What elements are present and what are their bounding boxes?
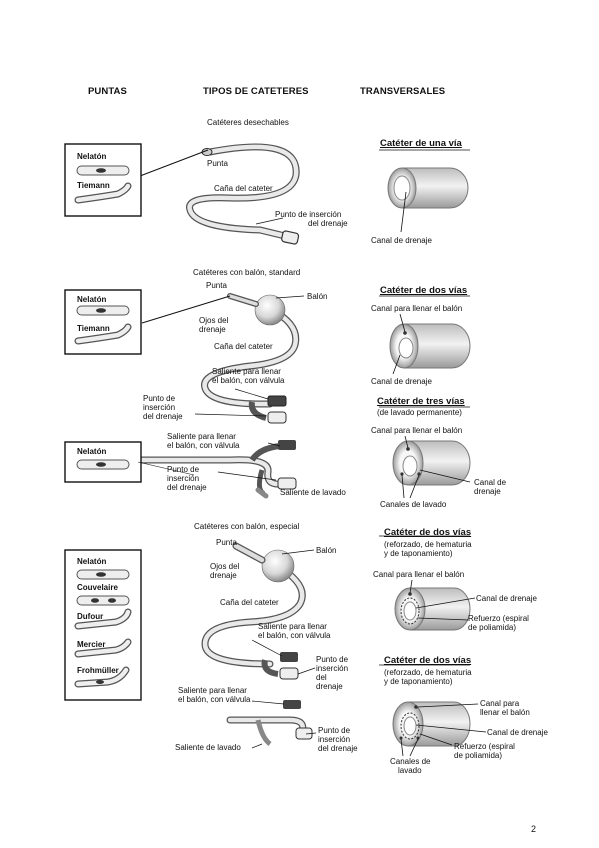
label-balon-3: Balón [316, 546, 337, 555]
label-balon-2: Balón [307, 292, 328, 301]
cross-label-llenar-2: Canal para llenar el balón [371, 304, 463, 313]
label-saliente-3a: Saliente para llenar [258, 622, 327, 631]
label-lavado-3: Saliente de lavado [175, 743, 241, 752]
cross-label-refuerzo-b2: de poliamida) [454, 751, 503, 760]
leader-line [137, 461, 195, 476]
cross-label-llenar-b1: Canal para [480, 699, 520, 708]
tip-label-tiemann-2: Tiemann [77, 324, 110, 333]
cross-label-drenaje-2: Canal de drenaje [371, 377, 432, 386]
label-ojos-2a: Ojos del [199, 316, 229, 325]
label-pi-2c: del drenaje [143, 412, 183, 421]
label-saliente-2c: Saliente para llenar [167, 432, 236, 441]
special-balloon-catheter-drawing [201, 542, 317, 749]
label-pi-3g: del drenaje [318, 744, 358, 753]
label-pi-2f: del drenaje [167, 483, 207, 492]
section3-title: Catéteres con balón, especial [194, 522, 300, 531]
tip-label-dufour-3: Dufour [77, 612, 104, 621]
label-lavado-2: Saliente de lavado [280, 488, 346, 497]
label-pi-2e: inserción [167, 474, 200, 483]
header-puntas: PUNTAS [88, 86, 127, 97]
cross-label-llenar-b2: llenar el balón [480, 708, 530, 717]
label-ojos-2b: drenaje [199, 325, 226, 334]
cross-label-drenaje-a: Canal de drenaje [476, 594, 537, 603]
label-saliente-3d: el balón, con válvula [178, 695, 251, 704]
cross-sub-reforzado-b2: y de taponamiento) [384, 677, 453, 686]
label-cana-2: Caña del cateter [214, 342, 273, 351]
cross-section-tres-vias [379, 406, 471, 499]
label-cana-3: Caña del cateter [220, 598, 279, 607]
tip-label-nelaton-1: Nelatón [77, 152, 107, 161]
label-pi-3e: Punto de [318, 726, 351, 735]
cross-title-una-via: Catéter de una vía [380, 138, 462, 149]
cross-title-reforzado-a: Catéter de dos vías [384, 527, 472, 538]
cross-section-dos-vias [379, 295, 471, 375]
cross-section-reforzado-a [379, 535, 476, 631]
label-pi-2a: Punto de [143, 394, 176, 403]
label-saliente-3b: el balón, con válvula [258, 631, 331, 640]
label-pi-3c: del [316, 673, 327, 682]
label-punta-2: Punta [206, 281, 227, 290]
label-saliente-3c: Saliente para llenar [178, 686, 247, 695]
tip-label-frohmuller-3: Frohmüller [77, 666, 119, 675]
tips-box-2b-drawing [64, 441, 142, 483]
label-cana-1: Caña del cateter [214, 184, 273, 193]
cross-section-una-via [379, 149, 470, 233]
label-pi-3f: inserción [318, 735, 351, 744]
tips-box-3-drawing [64, 549, 142, 701]
cross-label-drenaje-3b: drenaje [474, 487, 501, 496]
cross-label-refuerzo-a1: Refuerzo (espiral [468, 614, 529, 623]
cross-title-dos-vias: Catéter de dos vías [380, 285, 468, 296]
tip-label-mercier-3: Mercier [77, 640, 106, 649]
tip-label-tiemann-1: Tiemann [77, 181, 110, 190]
label-insercion-1b: del drenaje [308, 219, 348, 228]
label-ojos-3a: Ojos del [210, 562, 240, 571]
three-way-catheter-drawing [136, 440, 297, 499]
tip-label-couvelaire-3: Couvelaire [77, 583, 118, 592]
label-punta-1: Punta [207, 159, 228, 168]
cross-label-refuerzo-b1: Refuerzo (espiral [454, 742, 515, 751]
label-pi-3b: inserción [316, 664, 349, 673]
tip-label-nelaton-2b: Nelatón [77, 447, 107, 456]
label-punta-3: Punta [216, 538, 237, 547]
label-pi-3a: Punto de [316, 655, 349, 664]
disposable-catheter-drawing [139, 143, 300, 245]
cross-subtitle-tres-vias: (de lavado permanente) [377, 408, 462, 417]
cross-label-drenaje-b: Canal de drenaje [487, 728, 548, 737]
cross-label-llenar-3: Canal para llenar el balón [371, 426, 463, 435]
cross-label-drenaje-3a: Canal de [474, 478, 507, 487]
label-saliente-2b: el balón, con válvula [212, 376, 285, 385]
label-pi-2d: Punto de [167, 465, 200, 474]
page-number: 2 [531, 824, 537, 834]
cross-label-lavado-b1: Canales de [390, 757, 431, 766]
tip-label-nelaton-2: Nelatón [77, 295, 107, 304]
tips-box-2-drawing [64, 289, 142, 355]
cross-label-llenar-a: Canal para llenar el balón [373, 570, 465, 579]
cross-sub-reforzado-a1: (reforzado, de hematuria [384, 540, 472, 549]
section2-title: Catéteres con balón, standard [193, 268, 301, 277]
label-insercion-1a: Punto de inserción [275, 210, 342, 219]
cross-section-reforzado-b [379, 664, 487, 757]
tips-box-1-drawing [64, 143, 142, 217]
standard-balloon-catheter-drawing [141, 293, 305, 424]
cross-sub-reforzado-a2: y de taponamiento) [384, 549, 453, 558]
label-saliente-2d: el balón, con válvula [167, 441, 240, 450]
header-transversales: TRANSVERSALES [360, 86, 446, 97]
label-ojos-3b: drenaje [210, 571, 237, 580]
cross-label-drenaje-1: Canal de drenaje [371, 236, 432, 245]
label-pi-3d: drenaje [316, 682, 343, 691]
cross-label-refuerzo-a2: de poliamida) [468, 623, 517, 632]
cross-sub-reforzado-b1: (reforzado, de hematuria [384, 668, 472, 677]
section1-title: Catéteres desechables [207, 118, 289, 127]
label-saliente-2a: Saliente para llenar [212, 367, 281, 376]
label-pi-2b: inserción [143, 403, 176, 412]
cross-label-lavado-3: Canales de lavado [380, 500, 447, 509]
header-tipos-de-cateteres: TIPOS DE CATETERES [203, 86, 309, 97]
cross-label-lavado-b2: lavado [398, 766, 422, 775]
cross-title-tres-vias: Catéter de tres vías [377, 396, 465, 407]
tip-label-nelaton-3: Nelatón [77, 557, 107, 566]
cross-title-reforzado-b: Catéter de dos vías [384, 655, 472, 666]
